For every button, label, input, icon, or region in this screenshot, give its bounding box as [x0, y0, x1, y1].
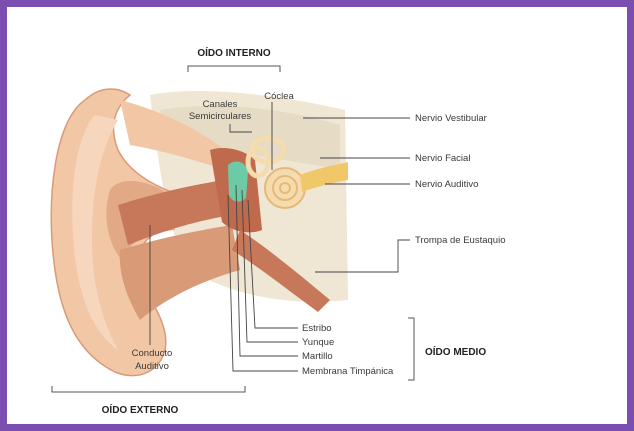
inner-ear-heading: OÍDO INTERNO	[197, 46, 271, 59]
label-nervio-auditivo: Nervio Auditivo	[415, 179, 478, 190]
middle-ear-bracket	[408, 318, 414, 380]
middle-ear-heading: OÍDO MEDIO	[425, 345, 486, 358]
label-conducto-line1: Conducto	[132, 348, 173, 359]
label-estribo: Estribo	[302, 323, 332, 334]
label-martillo: Martillo	[302, 351, 333, 362]
outer-ear-heading: OÍDO EXTERNO	[102, 403, 179, 416]
label-trompa-eustaquio: Trompa de Eustaquio	[415, 235, 505, 246]
outer-ear-bracket	[52, 386, 245, 392]
cochlea-shape	[265, 168, 305, 208]
label-yunque: Yunque	[302, 337, 334, 348]
inner-ear-bracket	[188, 66, 280, 72]
label-coclea: Cóclea	[264, 91, 294, 102]
ossicle-green	[228, 161, 248, 201]
label-conducto-line2: Auditivo	[135, 361, 169, 372]
label-membrana-timpanica: Membrana Timpánica	[302, 366, 394, 377]
label-canales-line1: Canales	[203, 99, 238, 110]
label-canales-line2: Semicirculares	[189, 111, 252, 122]
label-nervio-facial: Nervio Facial	[415, 153, 470, 164]
label-nervio-vestibular: Nervio Vestibular	[415, 113, 487, 124]
